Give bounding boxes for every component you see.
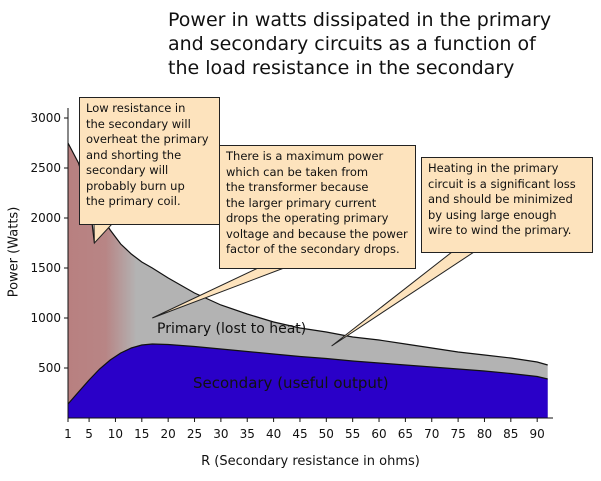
annotation-1-line-2: the secondary will — [86, 116, 191, 131]
annotation-maximum-power: There is a maximum power which can be ta… — [219, 145, 416, 269]
title-line-3: the load resistance in the secondary — [168, 57, 515, 79]
title-line-2: and secondary circuits as a function of — [168, 33, 536, 55]
y-tick-label: 1000 — [30, 311, 61, 325]
x-tick-label: 5 — [85, 427, 93, 441]
annotation-2-line-5: drops the operating primary — [226, 211, 389, 225]
annotation-low-resistance: Low resistance in the secondary will ove… — [79, 97, 220, 225]
series-label-secondary: Secondary (useful output) — [193, 374, 389, 392]
chart-title: Power in watts dissipated in the primary… — [168, 8, 588, 80]
annotation-2-line-6: voltage and because the power — [226, 226, 408, 241]
x-tick-label: 20 — [161, 427, 176, 441]
x-tick-label: 40 — [266, 427, 281, 441]
x-tick-label: 60 — [371, 427, 386, 441]
x-tick-label: 75 — [450, 427, 465, 441]
x-tick-label: 15 — [134, 427, 149, 441]
annotation-2-line-1: There is a maximum power — [226, 149, 384, 163]
title-line-1: Power in watts dissipated in the primary — [168, 9, 552, 31]
annotation-primary-heating: Heating in the primary circuit is a sign… — [421, 157, 593, 253]
x-tick-label: 70 — [424, 427, 439, 441]
annotation-3-line-3: and should be minimized — [428, 192, 573, 206]
secondary-area — [68, 344, 548, 418]
x-tick-label: 30 — [213, 427, 228, 441]
x-tick-label: 25 — [187, 427, 202, 441]
annotation-1-line-1: Low resistance in — [86, 101, 186, 115]
y-tick-label: 2500 — [30, 161, 61, 175]
annotation-3-line-2: circuit is a significant loss — [428, 176, 576, 191]
y-tick-label: 1500 — [30, 261, 61, 275]
annotation-1-line-3: overheat the primary — [86, 132, 209, 146]
annotation-1-line-4: and shorting the — [86, 147, 182, 162]
y-tick-label: 3000 — [30, 111, 61, 125]
annotation-3-line-5: wire to wind the primary. — [428, 223, 572, 237]
x-tick-label: 10 — [108, 427, 123, 441]
x-tick-label: 50 — [319, 427, 334, 441]
x-tick-label: 35 — [240, 427, 255, 441]
annotation-3-line-1: Heating in the primary — [428, 161, 559, 175]
x-tick-label: 90 — [530, 427, 545, 441]
y-axis-label: Power (Watts) — [6, 206, 22, 298]
x-tick-label: 65 — [398, 427, 413, 441]
annotation-1-line-6: probably burn up — [86, 178, 185, 193]
annotation-2-line-2: which can be taken from — [226, 164, 369, 179]
x-tick-label: 55 — [345, 427, 360, 441]
annotation-1-line-7: the primary coil. — [86, 194, 181, 208]
annotation-2-line-4: the larger primary current — [226, 195, 377, 210]
x-tick-label: 80 — [477, 427, 492, 441]
annotation-3-line-4: by using large enough — [428, 207, 557, 222]
y-tick-label: 500 — [38, 361, 61, 375]
x-axis-label: R (Secondary resistance in ohms) — [201, 454, 420, 469]
x-tick-label: 1 — [64, 427, 72, 441]
series-label-primary: Primary (lost to heat) — [157, 321, 307, 337]
annotation-2-line-3: the transformer because — [226, 180, 369, 194]
x-tick-label: 85 — [503, 427, 518, 441]
secondary-line — [67, 343, 548, 405]
x-tick-label: 45 — [292, 427, 307, 441]
annotation-2-line-7: factor of the secondary drops. — [226, 242, 400, 256]
annotation-1-line-5: secondary will — [86, 163, 169, 177]
y-tick-label: 2000 — [30, 211, 61, 225]
